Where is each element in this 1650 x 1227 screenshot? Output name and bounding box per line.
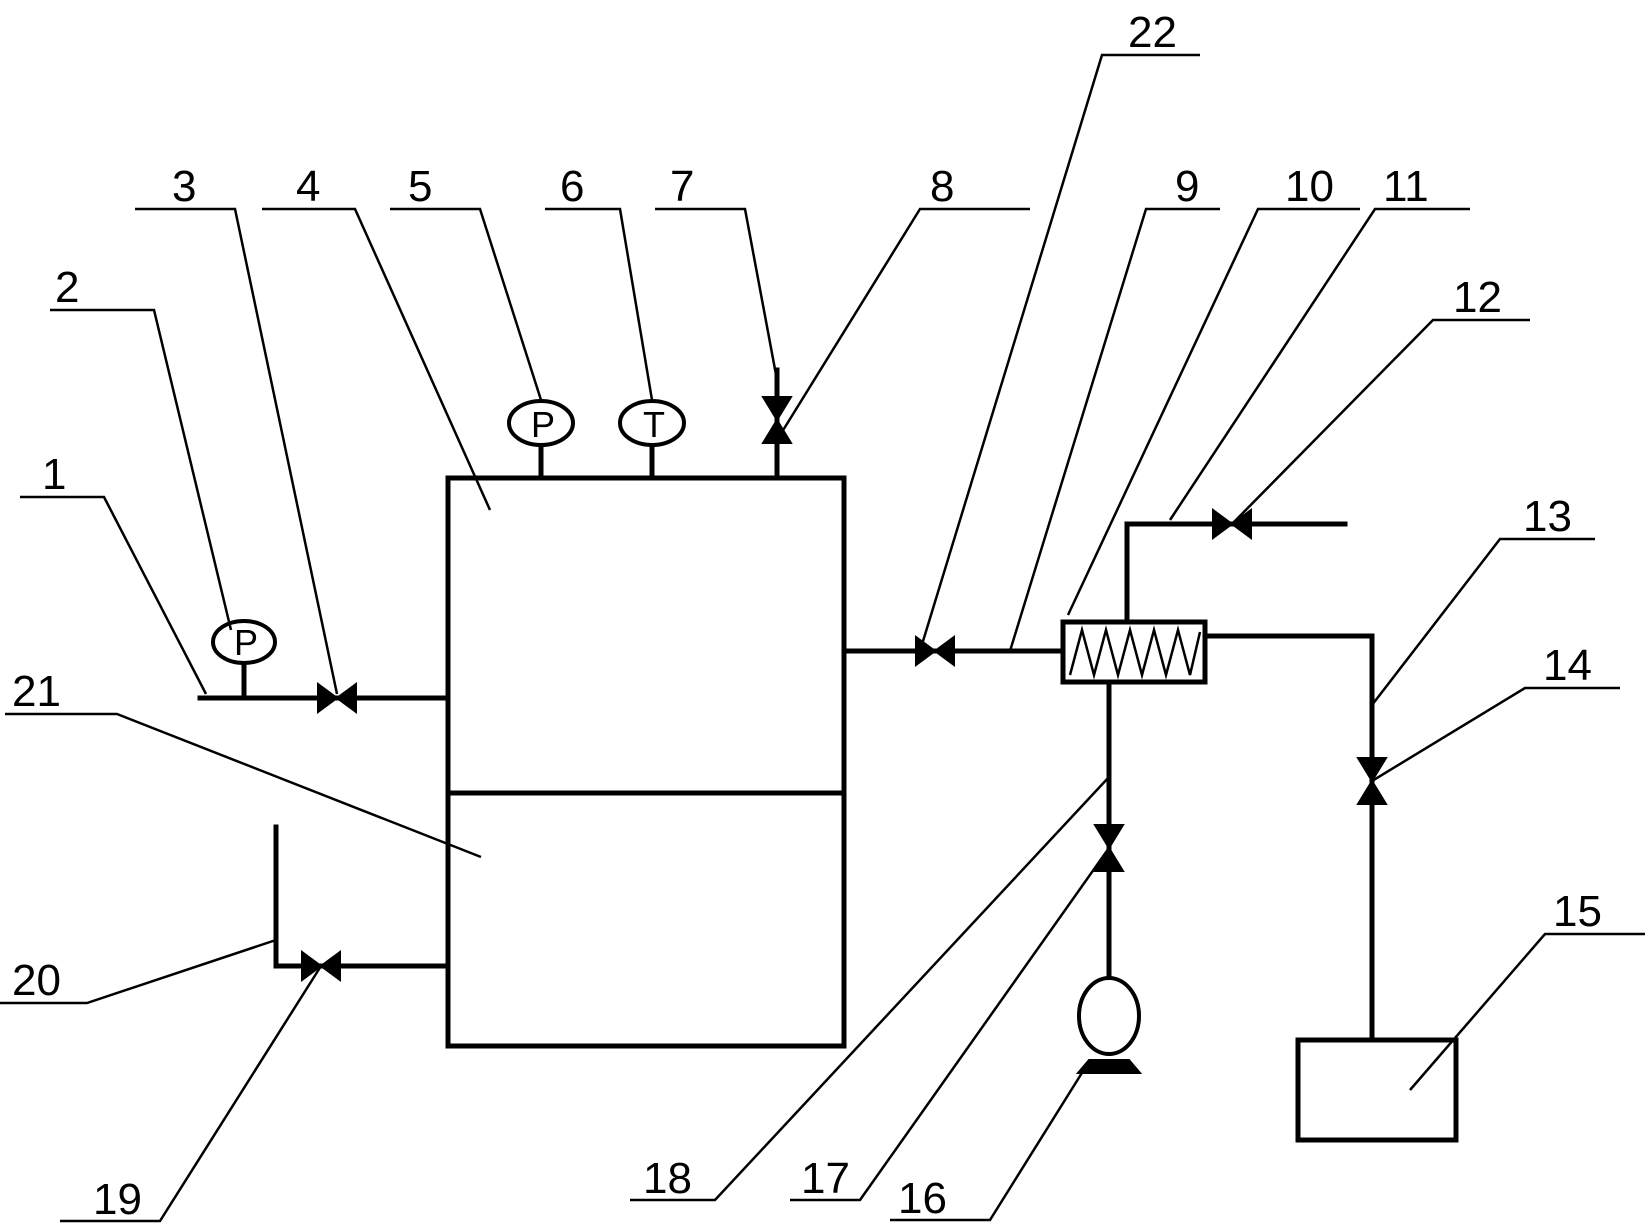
label-4: 4 bbox=[296, 162, 320, 211]
gauge-letter-2: P bbox=[234, 622, 258, 663]
valve-17[interactable] bbox=[1093, 824, 1125, 872]
label-22: 22 bbox=[1128, 8, 1177, 57]
label-6: 6 bbox=[560, 162, 584, 211]
gauge-letter-6: T bbox=[643, 404, 665, 445]
label-21: 21 bbox=[12, 667, 61, 716]
pressure-gauge-2 bbox=[211, 619, 277, 665]
label-8: 8 bbox=[930, 162, 954, 211]
heat-exchanger-coil bbox=[1068, 625, 1202, 680]
label-20: 20 bbox=[12, 956, 61, 1005]
gauge-letter-5: P bbox=[531, 404, 555, 445]
label-3: 3 bbox=[172, 162, 196, 211]
label-15: 15 bbox=[1553, 887, 1602, 936]
label-14: 14 bbox=[1543, 641, 1592, 690]
valve-12[interactable] bbox=[1212, 508, 1252, 540]
product-pipe bbox=[1202, 633, 1375, 1043]
heat-exchanger bbox=[1060, 619, 1208, 685]
label-17: 17 bbox=[801, 1154, 850, 1203]
drain-pipe bbox=[273, 824, 451, 969]
valve-14[interactable] bbox=[1356, 757, 1388, 805]
temperature-gauge-6 bbox=[618, 399, 686, 447]
label-10: 10 bbox=[1285, 162, 1334, 211]
pump-16[interactable] bbox=[1075, 976, 1143, 1074]
label-11: 11 bbox=[1383, 162, 1429, 211]
exchanger-outlet-pipe bbox=[1124, 521, 1348, 625]
number-labels: 1 2 3 4 5 6 7 8 9 10 11 12 13 14 15 16 1… bbox=[12, 8, 1602, 1224]
label-18: 18 bbox=[643, 1154, 692, 1203]
pressure-gauge-5 bbox=[507, 399, 575, 447]
label-9: 9 bbox=[1175, 162, 1199, 211]
collection-tank bbox=[1295, 1037, 1459, 1143]
main-tank bbox=[445, 475, 847, 1049]
label-7: 7 bbox=[670, 162, 694, 211]
label-5: 5 bbox=[408, 162, 432, 211]
valve-3[interactable] bbox=[317, 682, 357, 714]
valve-19[interactable] bbox=[301, 950, 341, 982]
valve-7[interactable] bbox=[761, 396, 793, 444]
leader-lines bbox=[0, 53, 1645, 1223]
label-1: 1 bbox=[42, 450, 66, 499]
label-2: 2 bbox=[55, 263, 79, 312]
label-12: 12 bbox=[1453, 273, 1502, 322]
valve-22[interactable] bbox=[915, 635, 955, 667]
label-19: 19 bbox=[93, 1175, 142, 1224]
label-16: 16 bbox=[898, 1174, 947, 1223]
label-13: 13 bbox=[1523, 492, 1572, 541]
